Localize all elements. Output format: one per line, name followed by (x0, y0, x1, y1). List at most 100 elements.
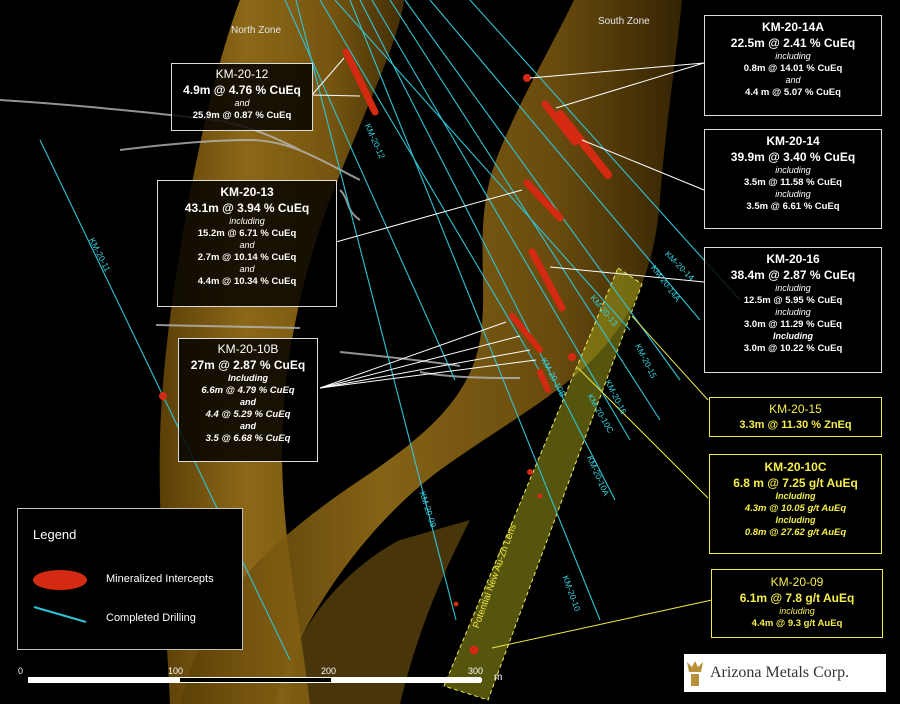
callout-main: 22.5m @ 2.41 % CuEq (730, 35, 856, 50)
callout-pointers-yellow (491, 315, 713, 649)
callout-title: KM-20-16 (766, 252, 820, 266)
callout-connector: Including (773, 331, 813, 342)
callout-sub: 12.5m @ 5.95 % CuEq (743, 294, 843, 306)
south-zone-label: South Zone (598, 16, 650, 27)
callout-km20-10b: KM-20-10B 27m @ 2.87 % CuEq Including 6.… (178, 338, 318, 462)
drill-trace-km20-14a (429, 0, 701, 321)
callout-km20-16: KM-20-16 38.4m @ 2.87 % CuEq including 1… (704, 247, 882, 373)
callout-sub: 4.3m @ 10.05 g/t AuEq (744, 502, 847, 514)
callout-km20-12: KM-20-12 4.9m @ 4.76 % CuEq and 25.9m @ … (171, 63, 313, 131)
callout-main: 39.9m @ 3.40 % CuEq (730, 149, 856, 164)
callout-connector: Including (775, 491, 816, 502)
scale-tick-0: 0 (18, 666, 24, 676)
intercept-km20-14 (556, 110, 612, 179)
callout-main: 4.9m @ 4.76 % CuEq (183, 82, 301, 97)
intercept-km20-10c-lower (527, 469, 533, 475)
callout-title: KM-20-14 (766, 134, 820, 148)
drill-trace-km20-14 (469, 0, 741, 301)
callout-km20-10c: KM-20-10C 6.8 m @ 7.25 g/t AuEq Includin… (709, 454, 882, 554)
callout-pointers (311, 57, 705, 389)
company-logo: Arizona Metals Corp. (684, 654, 886, 692)
callout-sub: 0.8m @ 27.62 g/t AuEq (744, 526, 847, 538)
scale-unit: m (494, 672, 503, 683)
callout-main: 6.8 m @ 7.25 g/t AuEq (733, 475, 858, 490)
callout-title: KM-20-10C (764, 460, 827, 474)
callout-connector: and (239, 397, 256, 408)
drill-trace-km20-10 (349, 0, 601, 621)
callout-title: KM-20-15 (769, 402, 822, 416)
callout-km20-09: KM-20-09 6.1m @ 7.8 g/t AuEq including 4… (711, 569, 883, 638)
drill-trace-km20-11 (39, 139, 291, 661)
callout-sub: 3.5m @ 6.61 % CuEq (746, 200, 840, 212)
legend: Legend Mineralized Intercepts Completed … (17, 508, 243, 650)
callout-connector: Including (228, 373, 268, 384)
callout-connector: including (775, 51, 811, 62)
intercept-km20-10a (537, 493, 543, 499)
callout-title: KM-20-10B (217, 342, 279, 356)
intercept-km20-14a-top (523, 74, 531, 82)
callout-sub: 3.0m @ 11.29 % CuEq (744, 318, 842, 330)
callout-connector: including (229, 216, 265, 227)
scale-bar-frame (28, 677, 482, 683)
south-zone-lower (290, 520, 470, 704)
mineralized-intercepts (159, 48, 612, 655)
callout-km20-14a: KM-20-14A 22.5m @ 2.41 % CuEq including … (704, 15, 882, 116)
callout-connector: Including (775, 515, 816, 526)
drill-trace-km20-16 (389, 0, 661, 421)
scale-tick-300: 300 (468, 666, 484, 676)
north-zone-label: North Zone (231, 25, 282, 36)
callout-sub: 2.7m @ 10.14 % CuEq (197, 251, 297, 263)
callout-sub: 25.9m @ 0.87 % CuEq (192, 109, 292, 121)
intercept-km20-09 (469, 645, 479, 655)
intercept-misc (453, 601, 459, 607)
legend-title: Legend (33, 527, 77, 542)
callout-sub: 4.4m @ 9.3 g/t AuEq (751, 617, 843, 629)
callout-connector: and (234, 98, 250, 109)
callout-title: KM-20-12 (215, 67, 269, 81)
intercept-km20-16 (528, 248, 566, 312)
intercept-km20-10c (537, 369, 551, 393)
callout-connector: including (775, 189, 811, 200)
intercept-km20-12 (342, 48, 379, 116)
scale-tick-100: 100 (168, 666, 184, 676)
intercept-km20-14a (541, 100, 579, 146)
callout-sub: 3.0m @ 10.22 % CuEq (743, 342, 843, 354)
scale-bar: 0 100 200 300 m (18, 666, 518, 696)
callout-km20-15: KM-20-15 3.3m @ 11.30 % ZnEq (709, 397, 882, 437)
callout-title: KM-20-09 (770, 575, 824, 589)
callout-km20-14: KM-20-14 39.9m @ 3.40 % CuEq including 3… (704, 129, 882, 229)
callout-connector: including (779, 606, 815, 617)
callout-main: 3.3m @ 11.30 % ZnEq (739, 418, 852, 431)
intercept-km20-10b (509, 313, 543, 353)
mineralized-swatch-icon (33, 570, 87, 590)
callout-sub: 4.4m @ 10.34 % CuEq (197, 275, 297, 287)
callout-title: KM-20-14A (761, 20, 824, 34)
drill-trace-km20-15 (404, 0, 681, 381)
intercept-km20-11 (159, 392, 167, 400)
drill-trace-km20-09 (295, 0, 457, 621)
callout-connector: and (239, 264, 255, 275)
callout-sub: 6.6m @ 4.79 % CuEq (201, 384, 295, 396)
drill-trace-km20-13 (334, 0, 631, 331)
callout-connector: including (775, 165, 811, 176)
callout-connector: including (775, 283, 811, 294)
company-crest-icon (687, 661, 703, 686)
legend-drilling-label: Completed Drilling (106, 612, 196, 624)
drill-trace-km20-10b (319, 0, 546, 381)
company-name: Arizona Metals Corp. (710, 664, 850, 681)
callout-sub: 4.4 @ 5.29 % CuEq (205, 408, 291, 420)
drill-trace-km20-10a (359, 0, 616, 501)
callout-km20-13: KM-20-13 43.1m @ 3.94 % CuEq including 1… (157, 180, 337, 307)
callout-connector: and (785, 75, 801, 86)
scale-tick-200: 200 (321, 666, 337, 676)
drill-traces (39, 0, 741, 661)
callout-sub: 4.4 m @ 5.07 % CuEq (745, 86, 841, 98)
callout-sub: 0.8m @ 14.01 % CuEq (743, 62, 843, 74)
drilling-swatch-icon (33, 606, 87, 623)
callout-main: 27m @ 2.87 % CuEq (190, 357, 306, 372)
callout-connector: and (239, 240, 255, 251)
callout-title: KM-20-13 (220, 185, 274, 199)
intercept-km20-15 (568, 353, 576, 361)
callout-main: 6.1m @ 7.8 g/t AuEq (739, 590, 855, 605)
